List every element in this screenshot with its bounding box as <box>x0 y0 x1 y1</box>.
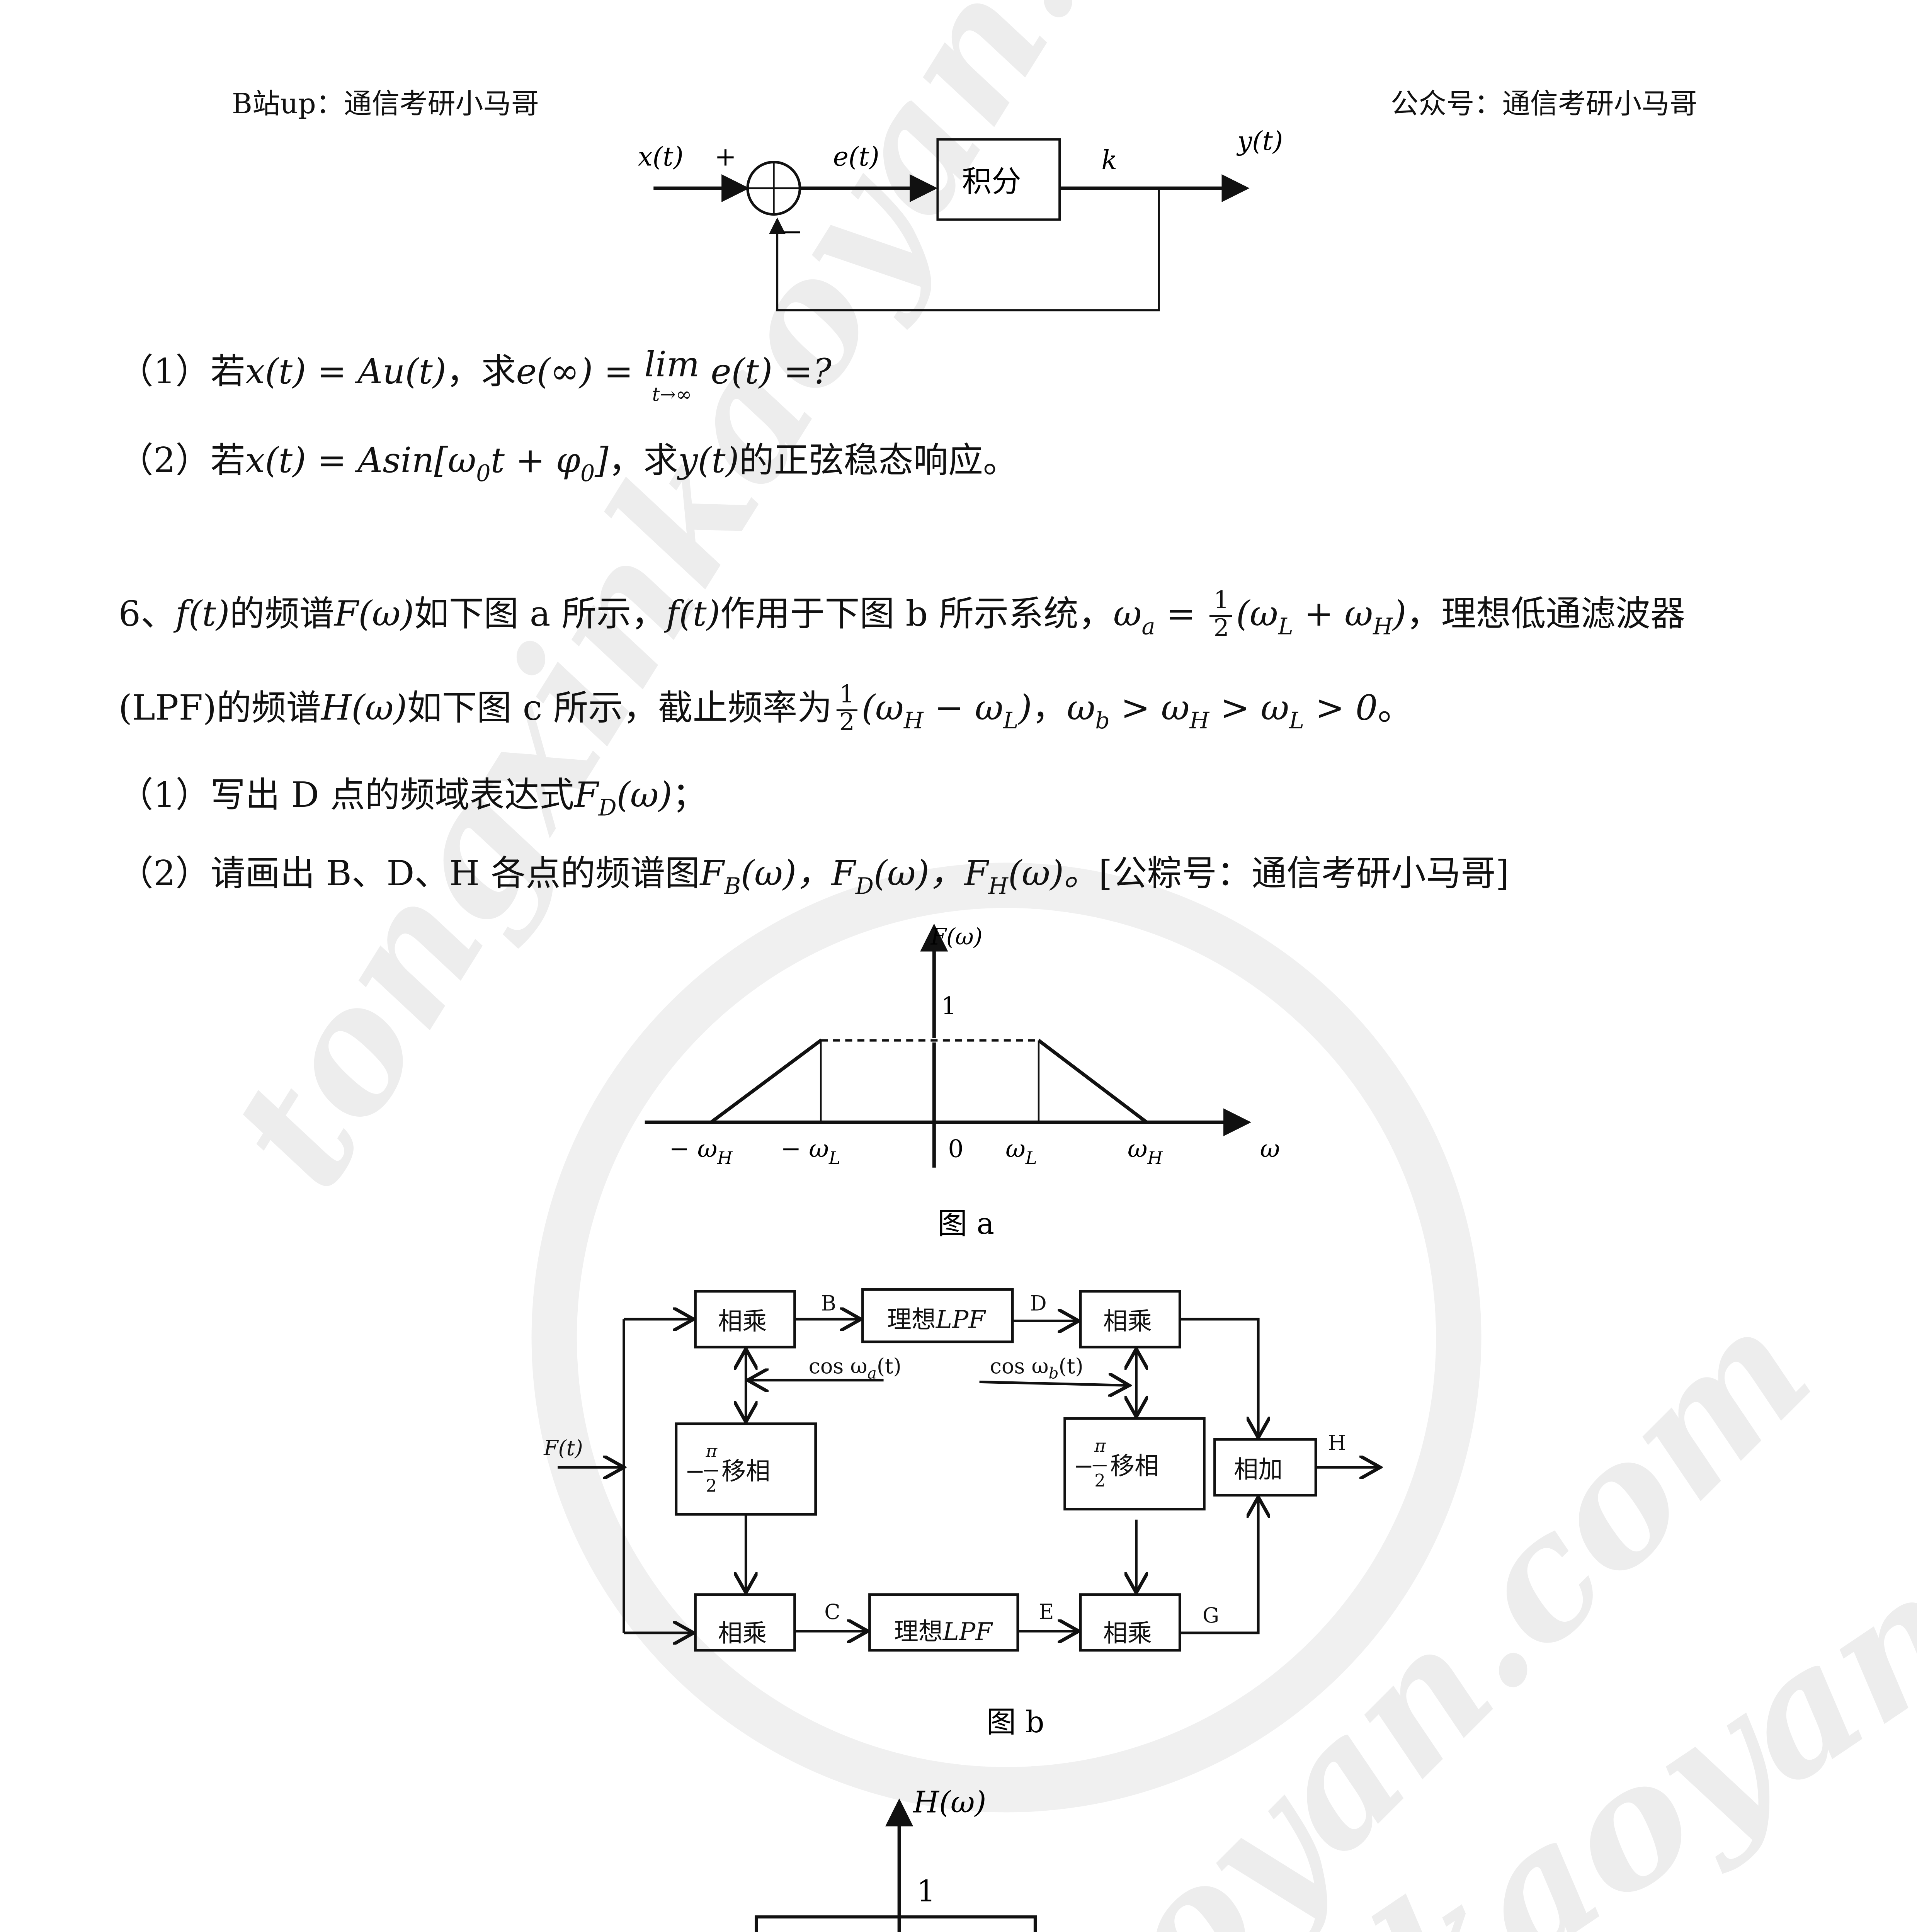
phase-shifter-label: − π 2 移相 <box>1073 1435 1159 1491</box>
q6-part2: （2）请画出 B、D、H 各点的频谱图FB(ω)，FD(ω)，FH(ω)。[公粽… <box>118 852 1509 901</box>
figure-b-caption: 图 b <box>987 1705 1044 1740</box>
minus-sign: − <box>781 216 803 247</box>
carrier-b-label: cos ωb(t) <box>990 1354 1084 1383</box>
carrier-a-label: cos ωa(t) <box>809 1354 902 1383</box>
gain-label: k <box>1101 145 1117 175</box>
svg-text:ωL: ωL <box>1005 1134 1037 1168</box>
y-axis-label: F(ω) <box>930 923 982 950</box>
adder-label: 相加 <box>1234 1455 1283 1483</box>
lpf-rectangle <box>755 1915 1037 1932</box>
input-label: x(t) <box>638 141 684 172</box>
svg-text:− ωL: − ωL <box>781 1134 840 1168</box>
peak-label: 1 <box>917 1874 936 1908</box>
svg-text:ωH: ωH <box>1128 1134 1163 1168</box>
multiplier-label: 相乘 <box>718 1307 767 1335</box>
svg-text:−: − <box>1073 1451 1094 1480</box>
q5-part2: （2）若x(t) = Asin[ω0t + φ0]，求y(t)的正弦稳态响应。 <box>118 439 1018 488</box>
multiplier-label: 相乘 <box>1103 1619 1152 1647</box>
input-label: F(t) <box>543 1436 583 1460</box>
integrator-block <box>936 138 1061 221</box>
svg-text:−: − <box>685 1457 705 1485</box>
svg-text:π: π <box>706 1440 718 1461</box>
figure-a-spectrum: F(ω) 1 − ωH − ωL 0 ωL ωH ω 图 a <box>645 923 1280 1241</box>
node-label-D: D <box>1030 1291 1046 1316</box>
lpf-label: 理想LPF <box>887 1305 987 1334</box>
x-tick-labels: − ωH − ωL 0 ωL ωH ω <box>669 1134 1280 1168</box>
svg-text:ω: ω <box>1260 1134 1280 1163</box>
plus-sign: + <box>714 141 737 172</box>
q6-part1: （1）写出 D 点的频域表达式FD(ω)； <box>118 774 707 823</box>
y-axis-label: H(ω) <box>912 1785 986 1820</box>
header-left: B站up：通信考研小马哥 <box>231 87 539 121</box>
node-label-H: H <box>1328 1430 1346 1455</box>
feedback-block-diagram: x(t) + e(t) 积分 k y(t) − <box>638 126 1283 311</box>
node-label-B: B <box>821 1291 836 1316</box>
svg-text:2: 2 <box>1094 1470 1106 1491</box>
node-label-E: E <box>1039 1600 1054 1624</box>
figure-c-lpf-spectrum: H(ω) 1 0 ω 1 2 (ω_L − ω_H) 1 2 (ω_H − ω_… <box>755 1785 1037 1932</box>
header-right: 公众号：通信考研小马哥 <box>1390 87 1698 121</box>
integrator-label: 积分 <box>962 165 1021 199</box>
node-label-C: C <box>824 1600 840 1624</box>
output-label: y(t) <box>1236 126 1283 156</box>
q6-intro-line1: 6、f(t)的频谱F(ω)如下图 a 所示，f(t)作用于下图 b 所示系统，ω… <box>118 588 1686 643</box>
error-label: e(t) <box>833 141 879 172</box>
figure-a-caption: 图 a <box>937 1207 994 1241</box>
figure-b-system-diagram: 相乘 理想LPF 相乘 相乘 理想LPF 相乘 相加 − π 2 移相 − π … <box>543 1288 1394 1740</box>
node-label-G: G <box>1203 1603 1219 1628</box>
multiplier-label: 相乘 <box>1103 1307 1152 1335</box>
trapezoid-spectrum <box>710 1038 1148 1124</box>
svg-text:0: 0 <box>948 1134 963 1163</box>
peak-label: 1 <box>941 992 956 1020</box>
svg-text:移相: 移相 <box>721 1457 770 1485</box>
svg-text:移相: 移相 <box>1110 1451 1159 1480</box>
multiplier-label: 相乘 <box>718 1619 767 1647</box>
svg-text:2: 2 <box>706 1476 717 1496</box>
phase-shifter-label: − π 2 移相 <box>685 1440 770 1496</box>
lpf-label: 理想LPF <box>894 1617 993 1646</box>
svg-text:− ωH: − ωH <box>669 1134 733 1168</box>
svg-text:π: π <box>1094 1435 1106 1456</box>
